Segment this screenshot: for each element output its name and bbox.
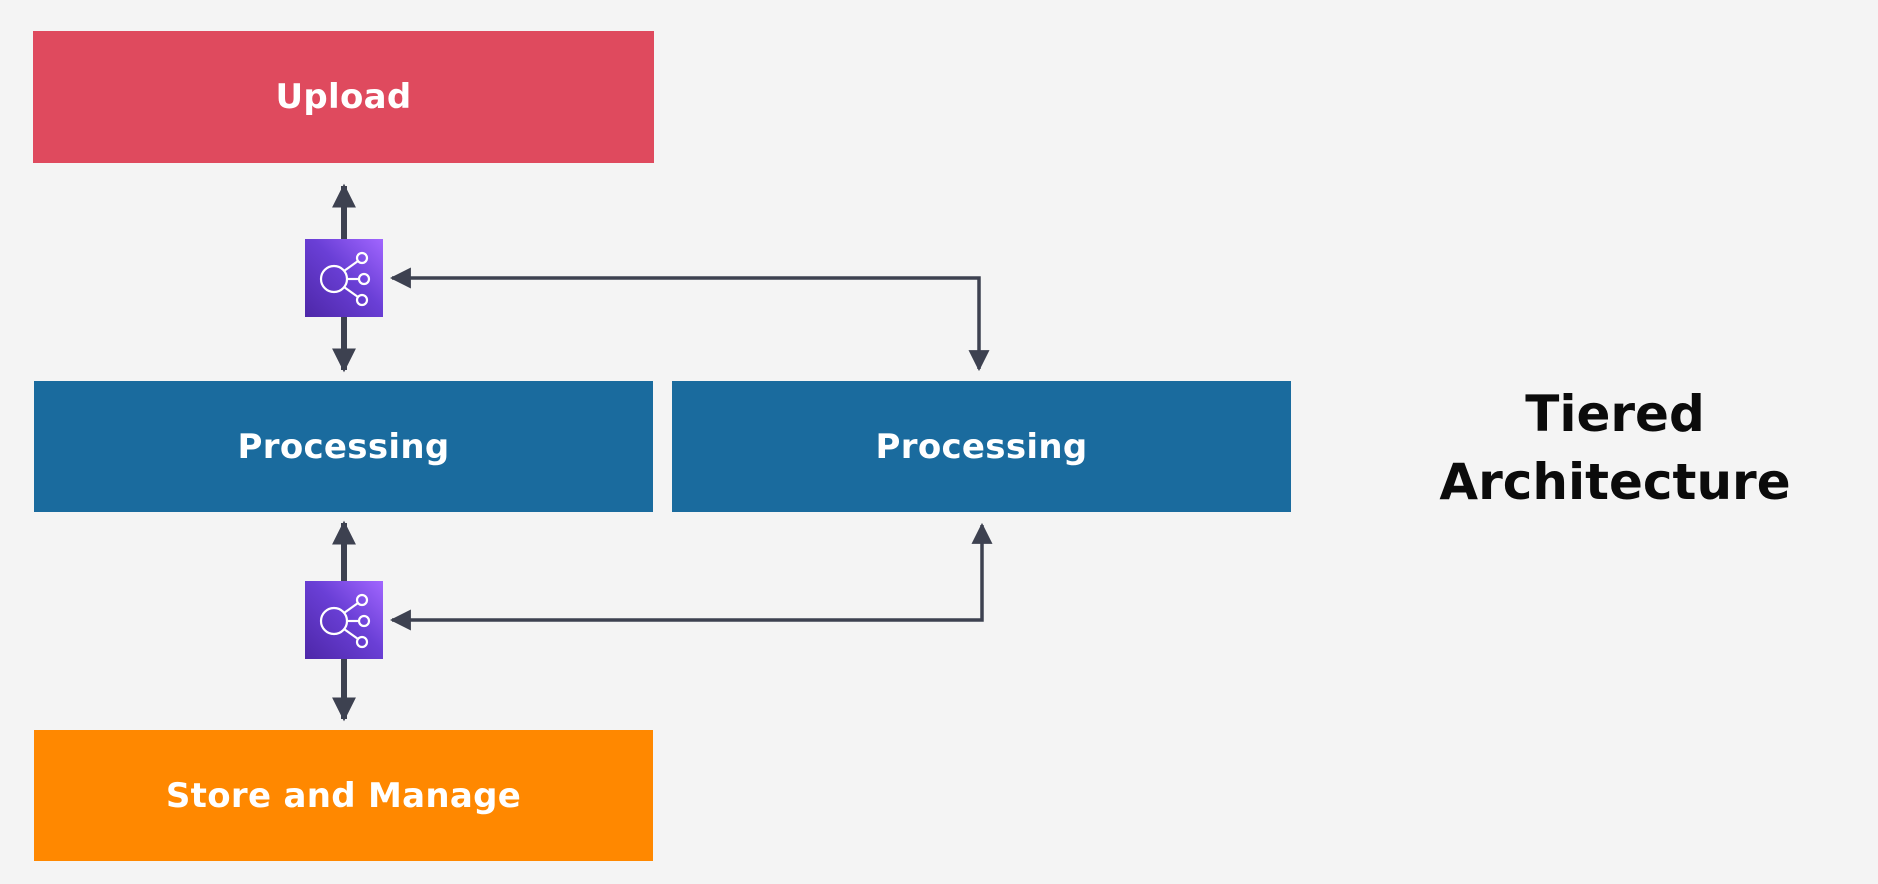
load-balancer-icon	[305, 581, 383, 659]
arrow-lb-bottom-right-processing	[389, 522, 993, 631]
diagram-title: Tiered Architecture	[1400, 380, 1830, 516]
store-tier-label: Store and Manage	[165, 775, 522, 816]
upload-tier-label: Upload	[275, 77, 412, 117]
diagram-title-line-1: Tiered	[1525, 385, 1705, 443]
arrow-lb-top-right-processing	[389, 267, 990, 372]
processing-tier-left-label: Processing	[237, 426, 450, 467]
upload-tier: Upload	[33, 31, 654, 163]
processing-tier-right-label: Processing	[875, 426, 1088, 467]
processing-tier-left: Processing	[34, 381, 653, 512]
diagram-title-line-2: Architecture	[1439, 453, 1791, 511]
processing-tier-right: Processing	[672, 381, 1291, 512]
load-balancer-icon	[305, 239, 383, 317]
store-tier: Store and Manage	[34, 730, 653, 861]
